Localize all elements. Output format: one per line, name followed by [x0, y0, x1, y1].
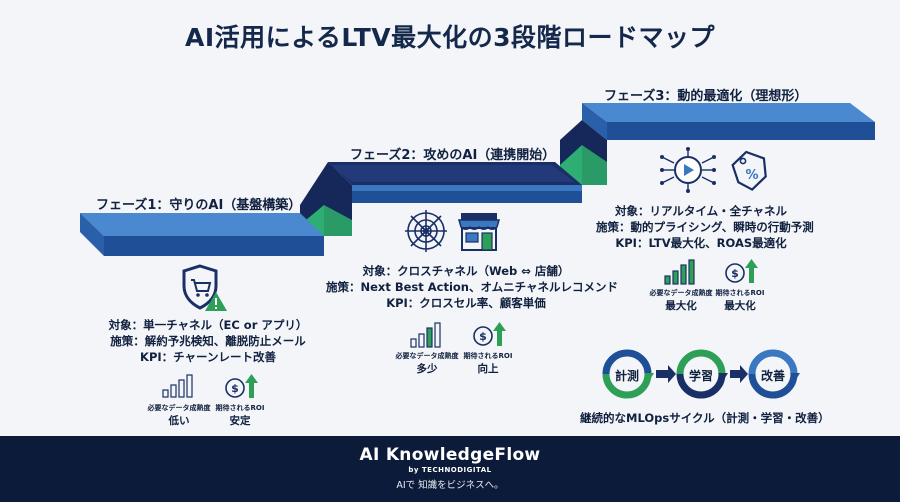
step2-front-top — [352, 185, 582, 191]
cycle-step-improve: 改善 — [760, 369, 785, 383]
phase2-maturity-value: 多少 — [416, 363, 438, 375]
staircase-diagram — [80, 103, 875, 256]
svg-text:$: $ — [479, 330, 487, 343]
store-icon — [458, 213, 500, 251]
phase3-roi-label: 期待されるROI — [715, 289, 765, 297]
step3-side — [582, 103, 607, 140]
mlops-cycle-diagram — [602, 349, 800, 399]
maturity-bar-chart-icon — [162, 374, 193, 398]
network-web-icon — [405, 210, 447, 252]
phase3-roi-value: 最大化 — [724, 300, 756, 312]
price-tag-icon: % — [731, 150, 767, 191]
footer-tagline: AIで 知識をビジネスへ。 — [396, 480, 504, 491]
cycle-step-learn: 学習 — [688, 369, 713, 383]
roi-coin-arrow-icon: $ — [225, 374, 258, 398]
phase3-maturity-value: 最大化 — [665, 300, 697, 312]
maturity-bar-chart-icon — [410, 322, 441, 348]
step1-side — [80, 213, 104, 256]
cycle-caption: 継続的なMLOpsサイクル（計測・学習・改善） — [580, 411, 830, 425]
phase3-kpi: KPI：LTV最大化、ROAS最適化 — [615, 236, 787, 250]
phase1-title: フェーズ1：守りのAI（基盤構築） — [96, 198, 302, 213]
roi-coin-arrow-icon: $ — [725, 259, 758, 283]
footer-bar: AI KnowledgeFlow by TECHNODIGITAL AIで 知識… — [0, 436, 900, 502]
page-title: AI活用によるLTV最大化の3段階ロードマップ — [185, 23, 715, 52]
footer-brand: AI KnowledgeFlow — [359, 445, 541, 465]
cart-warning-shield-icon — [182, 264, 227, 311]
roi-coin-arrow-icon: $ — [473, 322, 506, 346]
step3-top — [582, 103, 875, 122]
phase1-roi-label: 期待されるROI — [215, 404, 265, 412]
maturity-bar-chart-icon — [664, 259, 695, 285]
phase1-roi-value: 安定 — [229, 415, 251, 427]
step3-front — [607, 122, 875, 140]
phase3-maturity-label: 必要なデータ成熟度 — [649, 289, 713, 297]
phase1-maturity-value: 低い — [168, 415, 190, 427]
svg-text:$: $ — [731, 267, 739, 280]
phase1-measures: 施策：解約予兆検知、離脱防止メール — [110, 334, 306, 348]
step1-front — [104, 236, 324, 256]
ai-chip-play-icon — [660, 147, 716, 193]
phase1-details: 対象：単一チャネル（EC or アプリ） 施策：解約予兆検知、離脱防止メール K… — [108, 317, 308, 365]
footer-by: by TECHNODIGITAL — [408, 466, 492, 474]
phase3-target: 対象：リアルタイム・全チャネル — [614, 204, 788, 218]
svg-text:%: % — [745, 168, 758, 183]
phase2-title: フェーズ2：攻めのAI（連携開始） — [350, 148, 556, 163]
svg-text:$: $ — [231, 382, 239, 395]
phase2-roi-label: 期待されるROI — [463, 352, 513, 360]
phase2-details: 対象：クロスチャネル（Web ⇔ 店舗） 施策：Next Best Action… — [326, 263, 619, 311]
riser-2-3-green-b — [582, 145, 607, 185]
phase2-roi-value: 向上 — [477, 363, 499, 375]
step1-top — [80, 213, 324, 236]
phase2-measures: 施策：Next Best Action、オムニチャネルレコメンド — [326, 280, 619, 294]
phase1-kpi: KPI：チャーンレート改善 — [140, 350, 276, 364]
phase2-maturity-label: 必要なデータ成熟度 — [395, 352, 459, 360]
riser-1-2-green-b — [324, 205, 352, 236]
phase1-target: 対象：単一チャネル（EC or アプリ） — [108, 318, 308, 332]
cycle-step-measure: 計測 — [614, 369, 639, 383]
phase3-details: 対象：リアルタイム・全チャネル 施策：動的プライシング、瞬時の行動予測 KPI：… — [596, 203, 814, 251]
phase1-maturity-label: 必要なデータ成熟度 — [147, 404, 211, 412]
phase3-measures: 施策：動的プライシング、瞬時の行動予測 — [596, 220, 814, 234]
step2-top-band — [330, 165, 575, 182]
phase3-title: フェーズ3：動的最適化（理想形） — [604, 89, 808, 104]
phase2-kpi: KPI：クロスセル率、顧客単価 — [386, 296, 546, 310]
phase2-target: 対象：クロスチャネル（Web ⇔ 店舗） — [362, 264, 570, 278]
